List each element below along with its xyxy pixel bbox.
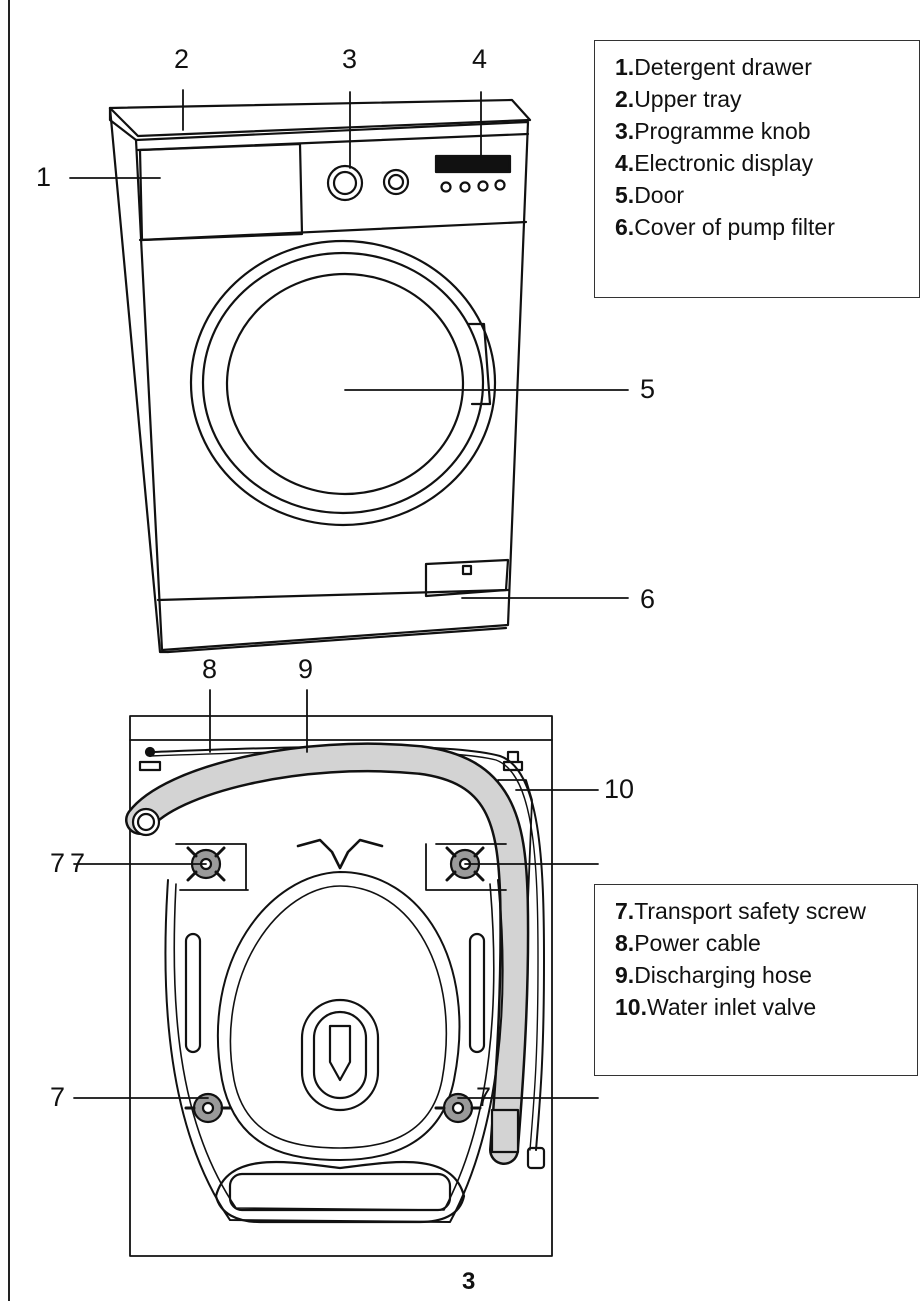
screw-bottom-right <box>434 1092 482 1124</box>
secondary-knob-shape <box>382 168 410 196</box>
callout-7-top-left: 7 <box>50 848 66 878</box>
front-view <box>108 98 532 654</box>
legend-item: 5.Door <box>615 182 685 208</box>
pump-filter-cover-shape <box>424 558 510 598</box>
legend-item: 2.Upper tray <box>615 86 742 112</box>
screw-top-left <box>186 846 226 882</box>
legend-back-list: 7.Transport safety screw 8.Power cable 9… <box>615 895 917 1023</box>
callout-5: 5 <box>640 374 656 404</box>
back-panel <box>129 715 553 1257</box>
legend-item: 8.Power cable <box>615 930 761 956</box>
callout-6: 6 <box>640 584 656 614</box>
legend-item: 1.Detergent drawer <box>615 54 812 80</box>
detergent-drawer-shape <box>138 142 304 242</box>
cabinet-side <box>108 106 170 654</box>
screw-bottom-left <box>184 1092 232 1124</box>
legend-item: 6.Cover of pump filter <box>615 214 835 240</box>
callout-8: 8 <box>202 654 218 684</box>
legend-item: 7.Transport safety screw <box>615 898 866 924</box>
door-outer-ring <box>189 239 497 527</box>
back-view <box>125 715 553 1257</box>
callout-4: 4 <box>472 44 488 74</box>
legend-item: 4.Electronic display <box>615 150 814 176</box>
legend-back-view: 7.Transport safety screw 8.Power cable 9… <box>594 884 918 1076</box>
callout-7-top-left-dup: 7 <box>70 848 86 878</box>
callout-7-bottom-left: 7 <box>50 1082 66 1112</box>
legend-front-view: 1.Detergent drawer 2.Upper tray 3.Progra… <box>594 40 920 298</box>
cabinet-front <box>134 120 530 652</box>
programme-knob-shape <box>326 164 364 202</box>
callout-7-bottom-right: 7 <box>476 1082 492 1112</box>
door-glass <box>225 272 465 496</box>
upper-tray-shape <box>108 98 532 138</box>
electronic-display-shape <box>434 154 512 174</box>
page-number: 3 <box>462 1268 476 1295</box>
front-leaders <box>69 89 629 599</box>
legend-front-list: 1.Detergent drawer 2.Upper tray 3.Progra… <box>615 51 919 243</box>
callout-9: 9 <box>298 654 314 684</box>
callout-10: 10 <box>604 774 635 804</box>
tub-back-plate <box>175 843 507 891</box>
legend-item: 3.Programme knob <box>615 118 811 144</box>
legend-item: 9.Discharging hose <box>615 962 812 988</box>
callout-1: 1 <box>36 162 52 192</box>
discharging-hose-shape <box>125 742 530 1165</box>
back-leaders <box>73 689 599 1099</box>
page-frame-left <box>8 0 10 1301</box>
legend-item: 10.Water inlet valve <box>615 994 817 1020</box>
callout-2: 2 <box>174 44 190 74</box>
callout-3: 3 <box>342 44 358 74</box>
